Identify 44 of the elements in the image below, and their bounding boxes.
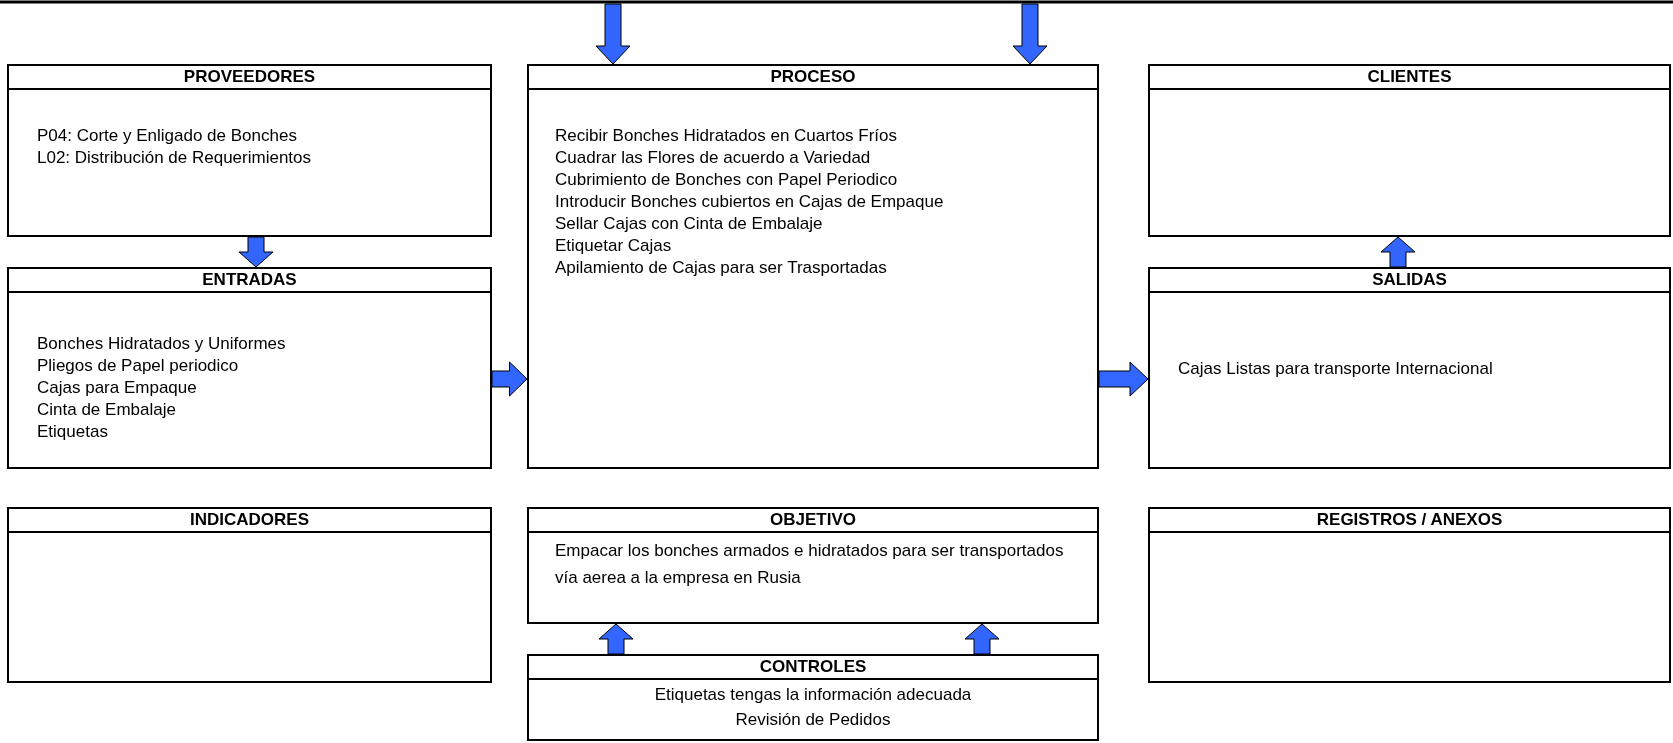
list-item: Recibir Bonches Hidratados en Cuartos Fríos — [555, 125, 898, 147]
list-item: Pliegos de Papel periodico — [37, 355, 239, 377]
section-box — [7, 267, 492, 469]
section-box — [527, 64, 1099, 469]
list-item: Apilamiento de Cajas para ser Trasportadas — [555, 257, 887, 279]
section-heading: INDICADORES — [9, 509, 490, 533]
block-arrow — [491, 361, 528, 397]
section-heading: PROVEEDORES — [9, 66, 490, 90]
section-box — [7, 507, 492, 683]
section-box — [1148, 64, 1671, 237]
section-heading: ENTRADAS — [9, 269, 490, 293]
list-item: Cajas para Empaque — [37, 377, 197, 399]
block-arrow — [1098, 361, 1149, 397]
list-item: Revisión de Pedidos — [735, 709, 891, 731]
list-item: Cinta de Embalaje — [37, 399, 176, 421]
list-item: Cajas Listas para transporte Internacional — [1178, 358, 1493, 380]
section-box — [1148, 267, 1671, 469]
list-item: Empacar los bonches armados e hidratados para ser transportados vía aerea a la empresa en Rusia — [555, 540, 1065, 589]
section-box — [1148, 507, 1671, 683]
list-item: Introducir Bonches cubiertos en Cajas de Empaque — [555, 191, 944, 213]
list-item: Bonches Hidratados y Uniformes — [37, 333, 286, 355]
list-item: P04: Corte y Enligado de Bonches — [37, 125, 297, 147]
section-heading: SALIDAS — [1150, 269, 1669, 293]
list-item: Etiquetas tengas la información adecuada — [654, 684, 972, 706]
section-heading: PROCESO — [529, 66, 1097, 90]
block-arrow — [1012, 3, 1048, 65]
list-item: Cubrimiento de Bonches con Papel Periodico — [555, 169, 898, 191]
section-heading: CONTROLES — [529, 656, 1097, 680]
list-item: L02: Distribución de Requerimientos — [37, 147, 312, 169]
list-item: Etiquetas — [37, 421, 108, 443]
section-box — [7, 64, 492, 237]
block-arrow — [598, 623, 634, 655]
block-arrow — [964, 623, 1000, 655]
block-arrow — [1380, 236, 1416, 268]
section-heading: CLIENTES — [1150, 66, 1669, 90]
list-item: Cuadrar las Flores de acuerdo a Variedad — [555, 147, 871, 169]
list-item: Sellar Cajas con Cinta de Embalaje — [555, 213, 823, 235]
block-arrow — [595, 3, 631, 65]
section-heading: OBJETIVO — [529, 509, 1097, 533]
section-box — [527, 507, 1099, 624]
list-item: Etiquetar Cajas — [555, 235, 672, 257]
section-heading: REGISTROS / ANEXOS — [1150, 509, 1669, 533]
block-arrow — [238, 236, 274, 268]
section-box — [527, 654, 1099, 741]
